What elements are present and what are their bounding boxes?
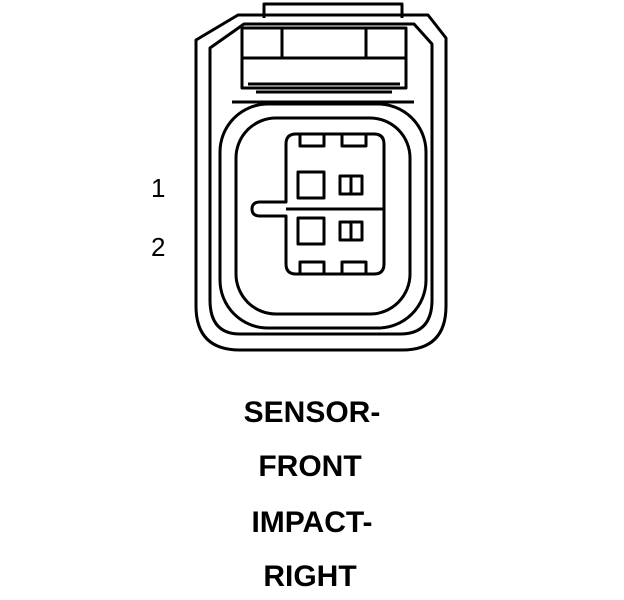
inner-housing xyxy=(208,22,434,336)
caption-line-1: SENSOR- xyxy=(243,396,381,429)
seal-ring-outer xyxy=(218,102,428,330)
cavity-notch-bottom xyxy=(298,260,368,274)
outer-housing xyxy=(194,13,448,352)
pin-label-2: 2 xyxy=(151,232,166,262)
pin-label-1: 1 xyxy=(151,173,166,203)
cavity-notch-top xyxy=(298,134,368,148)
caption-line-2: FRONT xyxy=(258,450,362,483)
pin-2-terminal xyxy=(296,216,326,246)
pin-1-terminal xyxy=(296,170,326,200)
latch-tab xyxy=(262,2,404,18)
caption-line-4: RIGHT xyxy=(263,560,357,593)
latch-window xyxy=(280,26,368,60)
pin-cavity-body xyxy=(250,132,386,276)
caption-line-3: IMPACT- xyxy=(251,506,373,539)
seal-ring-inner xyxy=(234,116,412,316)
